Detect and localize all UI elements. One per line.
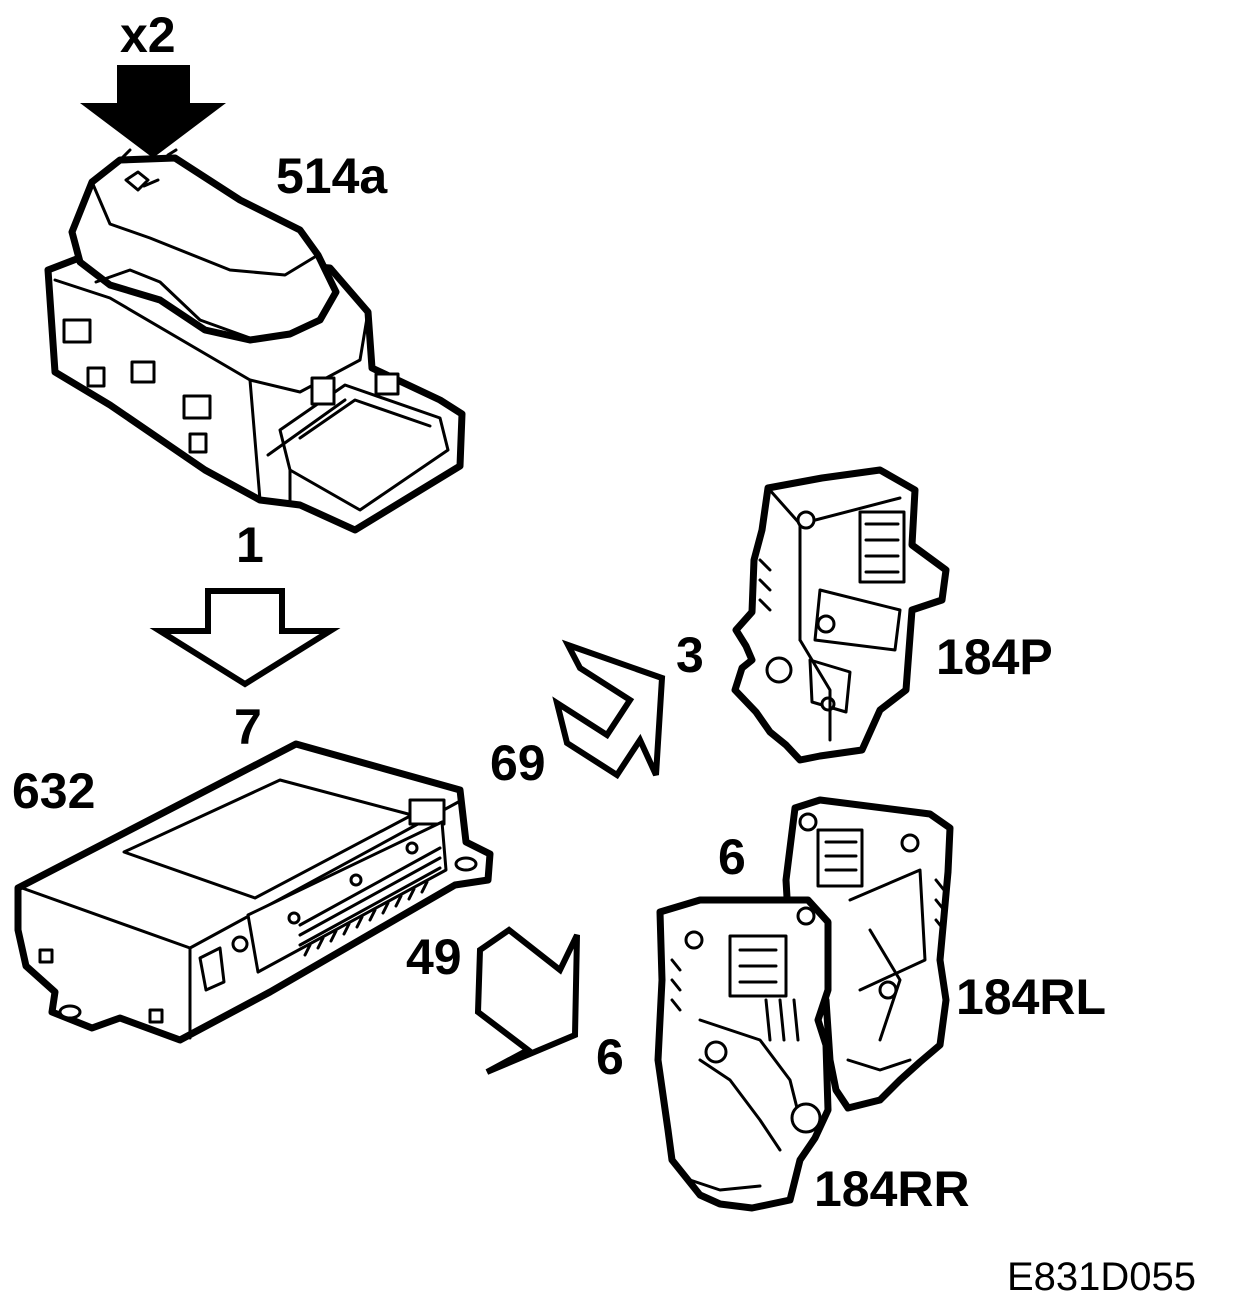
window-motor-184RR [654, 896, 832, 1212]
arrow-1-to-7 [149, 588, 341, 688]
step-6-upper-label: 6 [718, 829, 746, 885]
step-7-label: 7 [234, 699, 262, 755]
connector-pins [298, 846, 442, 957]
step-49-label: 49 [406, 929, 462, 985]
arrow-69-to-3 [552, 639, 666, 780]
motor-rear-right-label: 184RR [814, 1161, 970, 1217]
step-1-label: 1 [236, 517, 264, 573]
step-69-label: 69 [490, 735, 546, 791]
window-motor-184RL [782, 796, 954, 1112]
figure-code-label: E831D055 [1007, 1255, 1196, 1299]
window-motor-184P [731, 466, 950, 764]
motor-rear-left-label: 184RL [956, 969, 1106, 1025]
control-module-632 [14, 740, 494, 1044]
step-6-lower-label: 6 [596, 1029, 624, 1085]
step-3-label: 3 [676, 627, 704, 683]
control-module-label: 632 [12, 763, 95, 819]
arrow-49-to-6 [474, 926, 580, 1075]
motor-front-label: 184P [936, 629, 1053, 685]
switch-part-label: 514a [276, 148, 388, 204]
multiplier-label: x2 [120, 7, 176, 63]
window-switch-514a [44, 148, 466, 534]
press-arrow [80, 65, 226, 158]
